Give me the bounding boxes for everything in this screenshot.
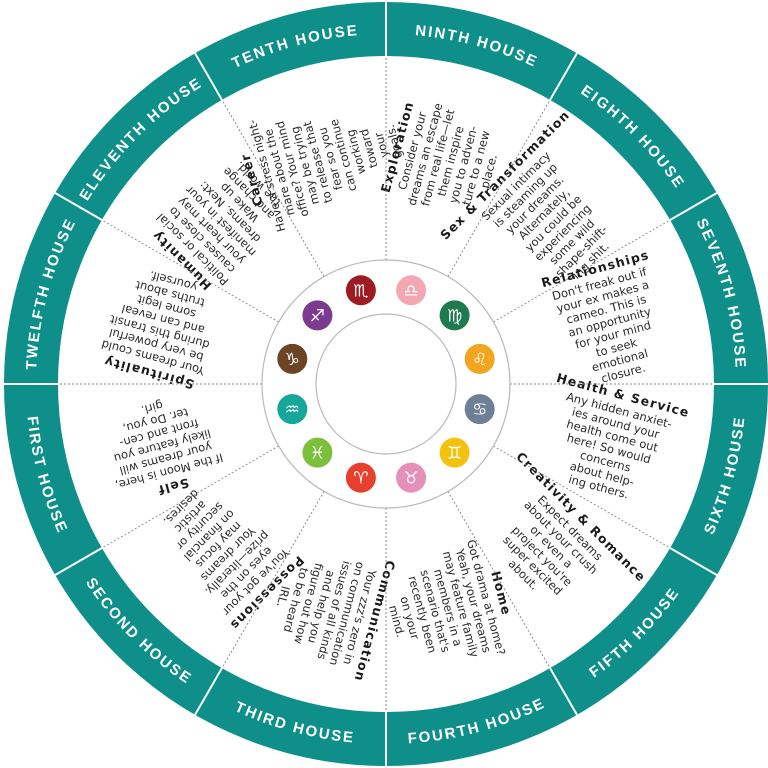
rim-divider (194, 52, 223, 101)
pisces-icon: ♓ (310, 444, 325, 464)
virgo-icon: ♍ (447, 306, 462, 326)
libra-badge (396, 275, 427, 306)
sector-description-line: girl. (140, 398, 165, 417)
sector-divider (221, 99, 325, 277)
sector-divider (447, 491, 551, 669)
rim-divider (549, 667, 578, 716)
sector-divider (101, 219, 279, 323)
gemini-icon: ♊ (447, 444, 462, 464)
scorpio-badge (345, 275, 376, 306)
aquarius-icon: ♒ (285, 400, 300, 420)
rim-divider (549, 52, 578, 101)
taurus-icon: ♉ (403, 469, 418, 489)
aries-badge (345, 462, 376, 493)
sector-divider (447, 99, 551, 277)
rim-divider (54, 192, 103, 221)
rim-divider (54, 547, 103, 576)
center-circle (315, 313, 457, 455)
aquarius-badge (277, 394, 308, 425)
sector-divider (493, 219, 671, 323)
leo-icon: ♌ (472, 350, 487, 370)
rim-divider (669, 547, 718, 576)
rim-divider (669, 192, 718, 221)
gemini-badge (439, 437, 470, 468)
sagittarius-icon: ♐ (310, 306, 325, 326)
virgo-badge (439, 300, 470, 331)
cancer-icon: ♋ (472, 400, 487, 420)
scorpio-icon: ♏ (353, 281, 368, 301)
cancer-badge (464, 394, 495, 425)
rim-divider (194, 667, 223, 716)
center-hub: ♎ ♍ ♌ ♋ ♊ ♉ ♈ ♓ ♒ ♑ ♐ ♏ (261, 259, 511, 509)
aries-icon: ♈ (353, 469, 368, 489)
pisces-badge (302, 437, 333, 468)
capricorn-badge (277, 343, 308, 374)
sagittarius-badge (302, 300, 333, 331)
sector-divider (101, 445, 279, 549)
sector-description-line: your (371, 130, 391, 159)
sector-divider (493, 445, 671, 549)
taurus-badge (396, 462, 427, 493)
capricorn-icon: ♑ (285, 350, 300, 370)
leo-badge (464, 343, 495, 374)
sector-description-line: IRL. (274, 584, 293, 608)
sector-divider (221, 491, 325, 669)
libra-icon: ♎ (403, 281, 418, 301)
